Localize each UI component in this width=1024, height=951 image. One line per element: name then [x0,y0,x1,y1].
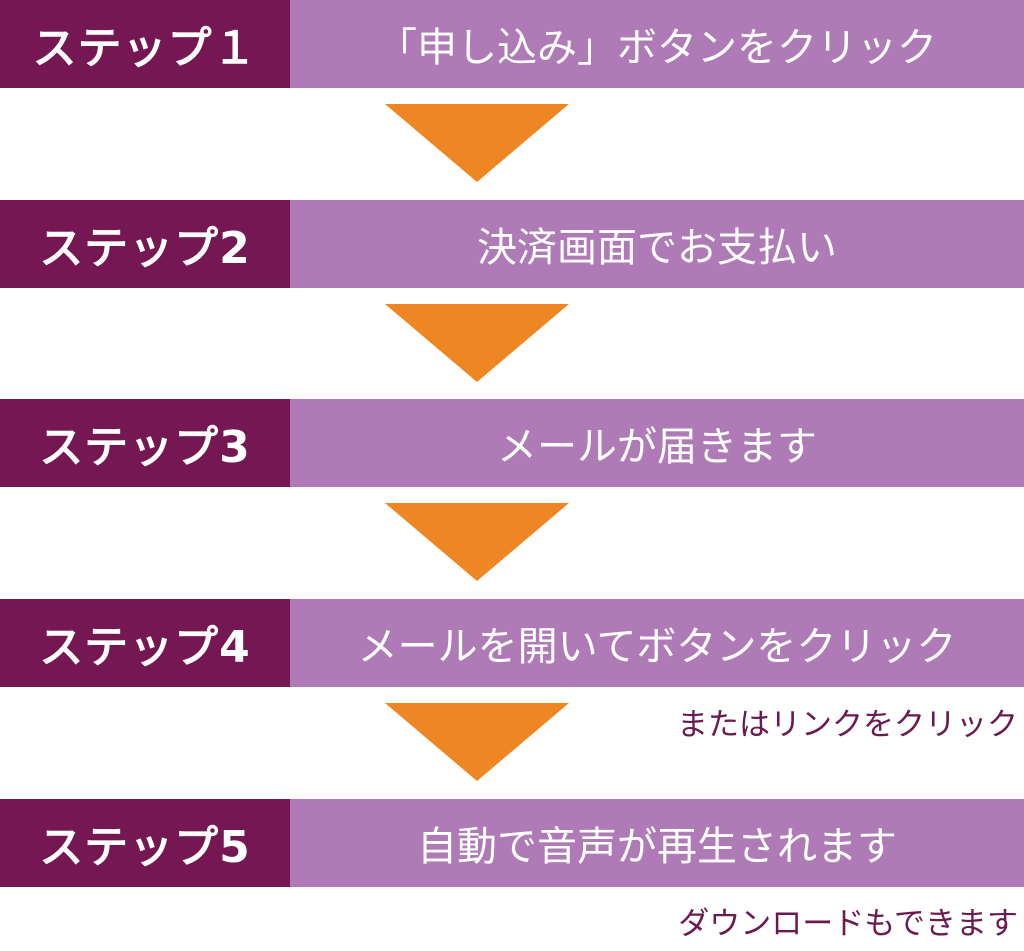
step-1-label: ステップ１ [0,0,290,88]
step-3-text: メールが届きます [290,399,1024,487]
step-5-text: 自動で音声が再生されます [290,799,1024,887]
step-4-text: メールを開いてボタンをクリック [290,599,1024,687]
down-arrow-icon [385,304,569,382]
down-arrow-icon [385,104,569,182]
down-arrow-icon [385,703,569,781]
step-1: ステップ１ 「申し込み」ボタンをクリック [0,0,1024,88]
step-5-note: ダウンロードもできます [678,906,1018,942]
step-5: ステップ5 自動で音声が再生されます [0,799,1024,887]
step-5-label: ステップ5 [0,799,290,887]
step-2-text: 決済画面でお支払い [290,200,1024,288]
step-3-label: ステップ3 [0,399,290,487]
step-4-label: ステップ4 [0,599,290,687]
down-arrow-icon [385,503,569,581]
step-2-label: ステップ2 [0,200,290,288]
step-2: ステップ2 決済画面でお支払い [0,200,1024,288]
step-3: ステップ3 メールが届きます [0,399,1024,487]
step-4-note: またはリンクをクリック [677,707,1018,743]
step-1-text: 「申し込み」ボタンをクリック [290,0,1024,88]
step-4: ステップ4 メールを開いてボタンをクリック [0,599,1024,687]
